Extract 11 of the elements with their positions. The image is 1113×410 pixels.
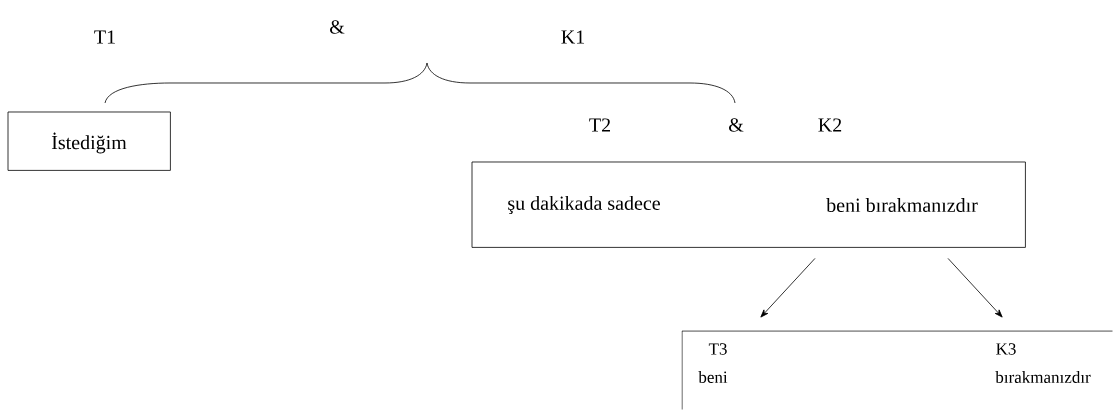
label: &	[330, 20, 345, 34]
label: T1	[94, 30, 115, 44]
phrase-box: şu dakikada sadece beni bırakmanızdır	[471, 161, 1026, 248]
label: K1	[561, 30, 584, 44]
label: &	[729, 118, 744, 132]
label: K2	[818, 118, 842, 132]
arrow	[760, 258, 816, 318]
split-box: T3 beni K3 bırakmanızdır	[681, 330, 1113, 410]
arrow	[947, 258, 1003, 318]
label: T2	[589, 118, 610, 132]
word-box: İstediğim	[7, 111, 171, 171]
